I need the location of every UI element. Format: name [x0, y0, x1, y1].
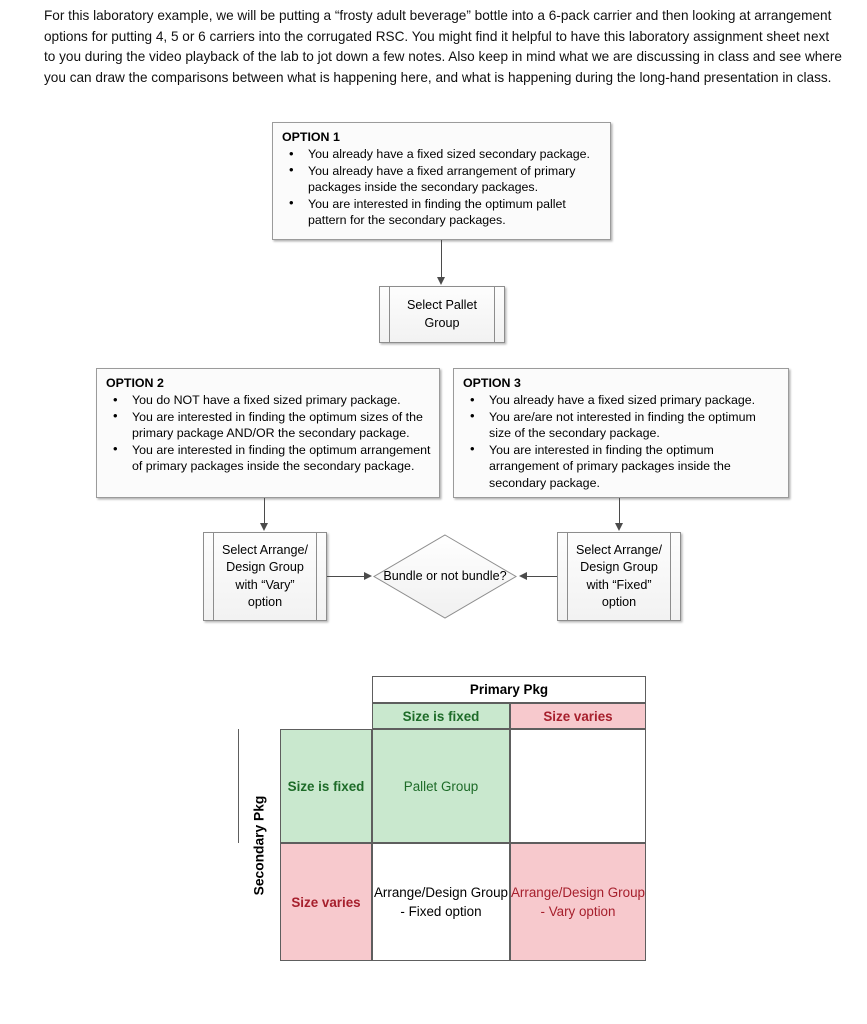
diamond-shape-icon [373, 534, 517, 619]
matrix-row-header-size-varies: Size varies [280, 843, 372, 961]
list-item: You are interested in finding the optimu… [106, 441, 431, 475]
list-item: You already have a fixed sized primary p… [463, 392, 780, 409]
matrix-primary-header: Primary Pkg [372, 676, 646, 703]
list-item: You do NOT have a fixed sized primary pa… [106, 392, 431, 409]
process-bar-left-icon [567, 533, 568, 620]
matrix-column-header-size-is-fixed: Size is fixed [372, 703, 510, 729]
option-2-title: OPTION 2 [106, 376, 164, 390]
bundle-decision-label: Bundle or not bundle? [383, 569, 507, 583]
process-bar-right-icon [670, 533, 671, 620]
connector-fixed-to-decision [527, 576, 557, 577]
bundle-decision-diamond[interactable]: Bundle or not bundle? [373, 534, 517, 619]
process-bar-left-icon [213, 533, 214, 620]
option-3-box: OPTION 3 You already have a fixed sized … [453, 368, 789, 498]
option-3-bullet-list: You already have a fixed sized primary p… [463, 392, 780, 492]
option-1-bullet-list: You already have a fixed sized secondary… [282, 146, 602, 229]
option-1-box: OPTION 1 You already have a fixed sized … [272, 122, 611, 240]
matrix-cell-varies-fixed: Arrange/Design Group - Fixed option [372, 843, 510, 961]
list-item: You are interested in finding the optimu… [106, 408, 431, 442]
list-item: You are interested in finding the optimu… [282, 195, 602, 229]
process-bar-right-icon [316, 533, 317, 620]
list-item: You already have a fixed sized secondary… [282, 146, 602, 163]
intro-paragraph: For this laboratory example, we will be … [44, 8, 842, 85]
decision-matrix-table: Primary Pkg Size is fixed Size varies Se… [236, 676, 646, 961]
select-arrange-design-fixed-box[interactable]: Select Arrange/ Design Group with “Fixed… [557, 532, 681, 621]
matrix-column-header-size-varies: Size varies [510, 703, 646, 729]
connector-option3-to-fixed-box [619, 498, 620, 524]
arrow-right-icon [364, 572, 372, 580]
select-arrange-design-vary-box[interactable]: Select Arrange/ Design Group with “Vary”… [203, 532, 327, 621]
select-pallet-group-label: Select Pallet Group [406, 298, 477, 330]
matrix-cell-fixed-varies [510, 729, 646, 843]
connector-vary-to-decision [327, 576, 365, 577]
matrix-secondary-header-label: Secondary Pkg [251, 795, 267, 895]
process-bar-right-icon [494, 287, 495, 342]
matrix-cell-varies-varies: Arrange/Design Group - Vary option [510, 843, 646, 961]
arrow-down-icon [437, 277, 445, 285]
option-1-title: OPTION 1 [282, 130, 340, 144]
arrow-left-icon [519, 572, 527, 580]
process-bar-left-icon [389, 287, 390, 342]
connector-option2-to-vary-box [264, 498, 265, 524]
list-item: You are interested in finding the optimu… [463, 441, 780, 492]
connector-option1-to-pallet-group [441, 240, 442, 278]
matrix-secondary-header: Secondary Pkg [238, 729, 280, 961]
option-2-box: OPTION 2 You do NOT have a fixed sized p… [96, 368, 440, 498]
select-pallet-group-box[interactable]: Select Pallet Group [379, 286, 505, 343]
select-arrange-design-vary-label: Select Arrange/ Design Group with “Vary”… [221, 542, 309, 610]
matrix-secondary-axis-rule [238, 729, 239, 843]
list-item: You are/are not interested in finding th… [463, 408, 780, 442]
option-2-bullet-list: You do NOT have a fixed sized primary pa… [106, 392, 431, 475]
select-arrange-design-fixed-label: Select Arrange/ Design Group with “Fixed… [575, 542, 663, 610]
matrix-cell-fixed-fixed: Pallet Group [372, 729, 510, 843]
arrow-down-icon [260, 523, 268, 531]
option-3-title: OPTION 3 [463, 376, 521, 390]
arrow-down-icon [615, 523, 623, 531]
matrix-row-header-size-is-fixed: Size is fixed [280, 729, 372, 843]
list-item: You already have a fixed arrangement of … [282, 162, 602, 196]
